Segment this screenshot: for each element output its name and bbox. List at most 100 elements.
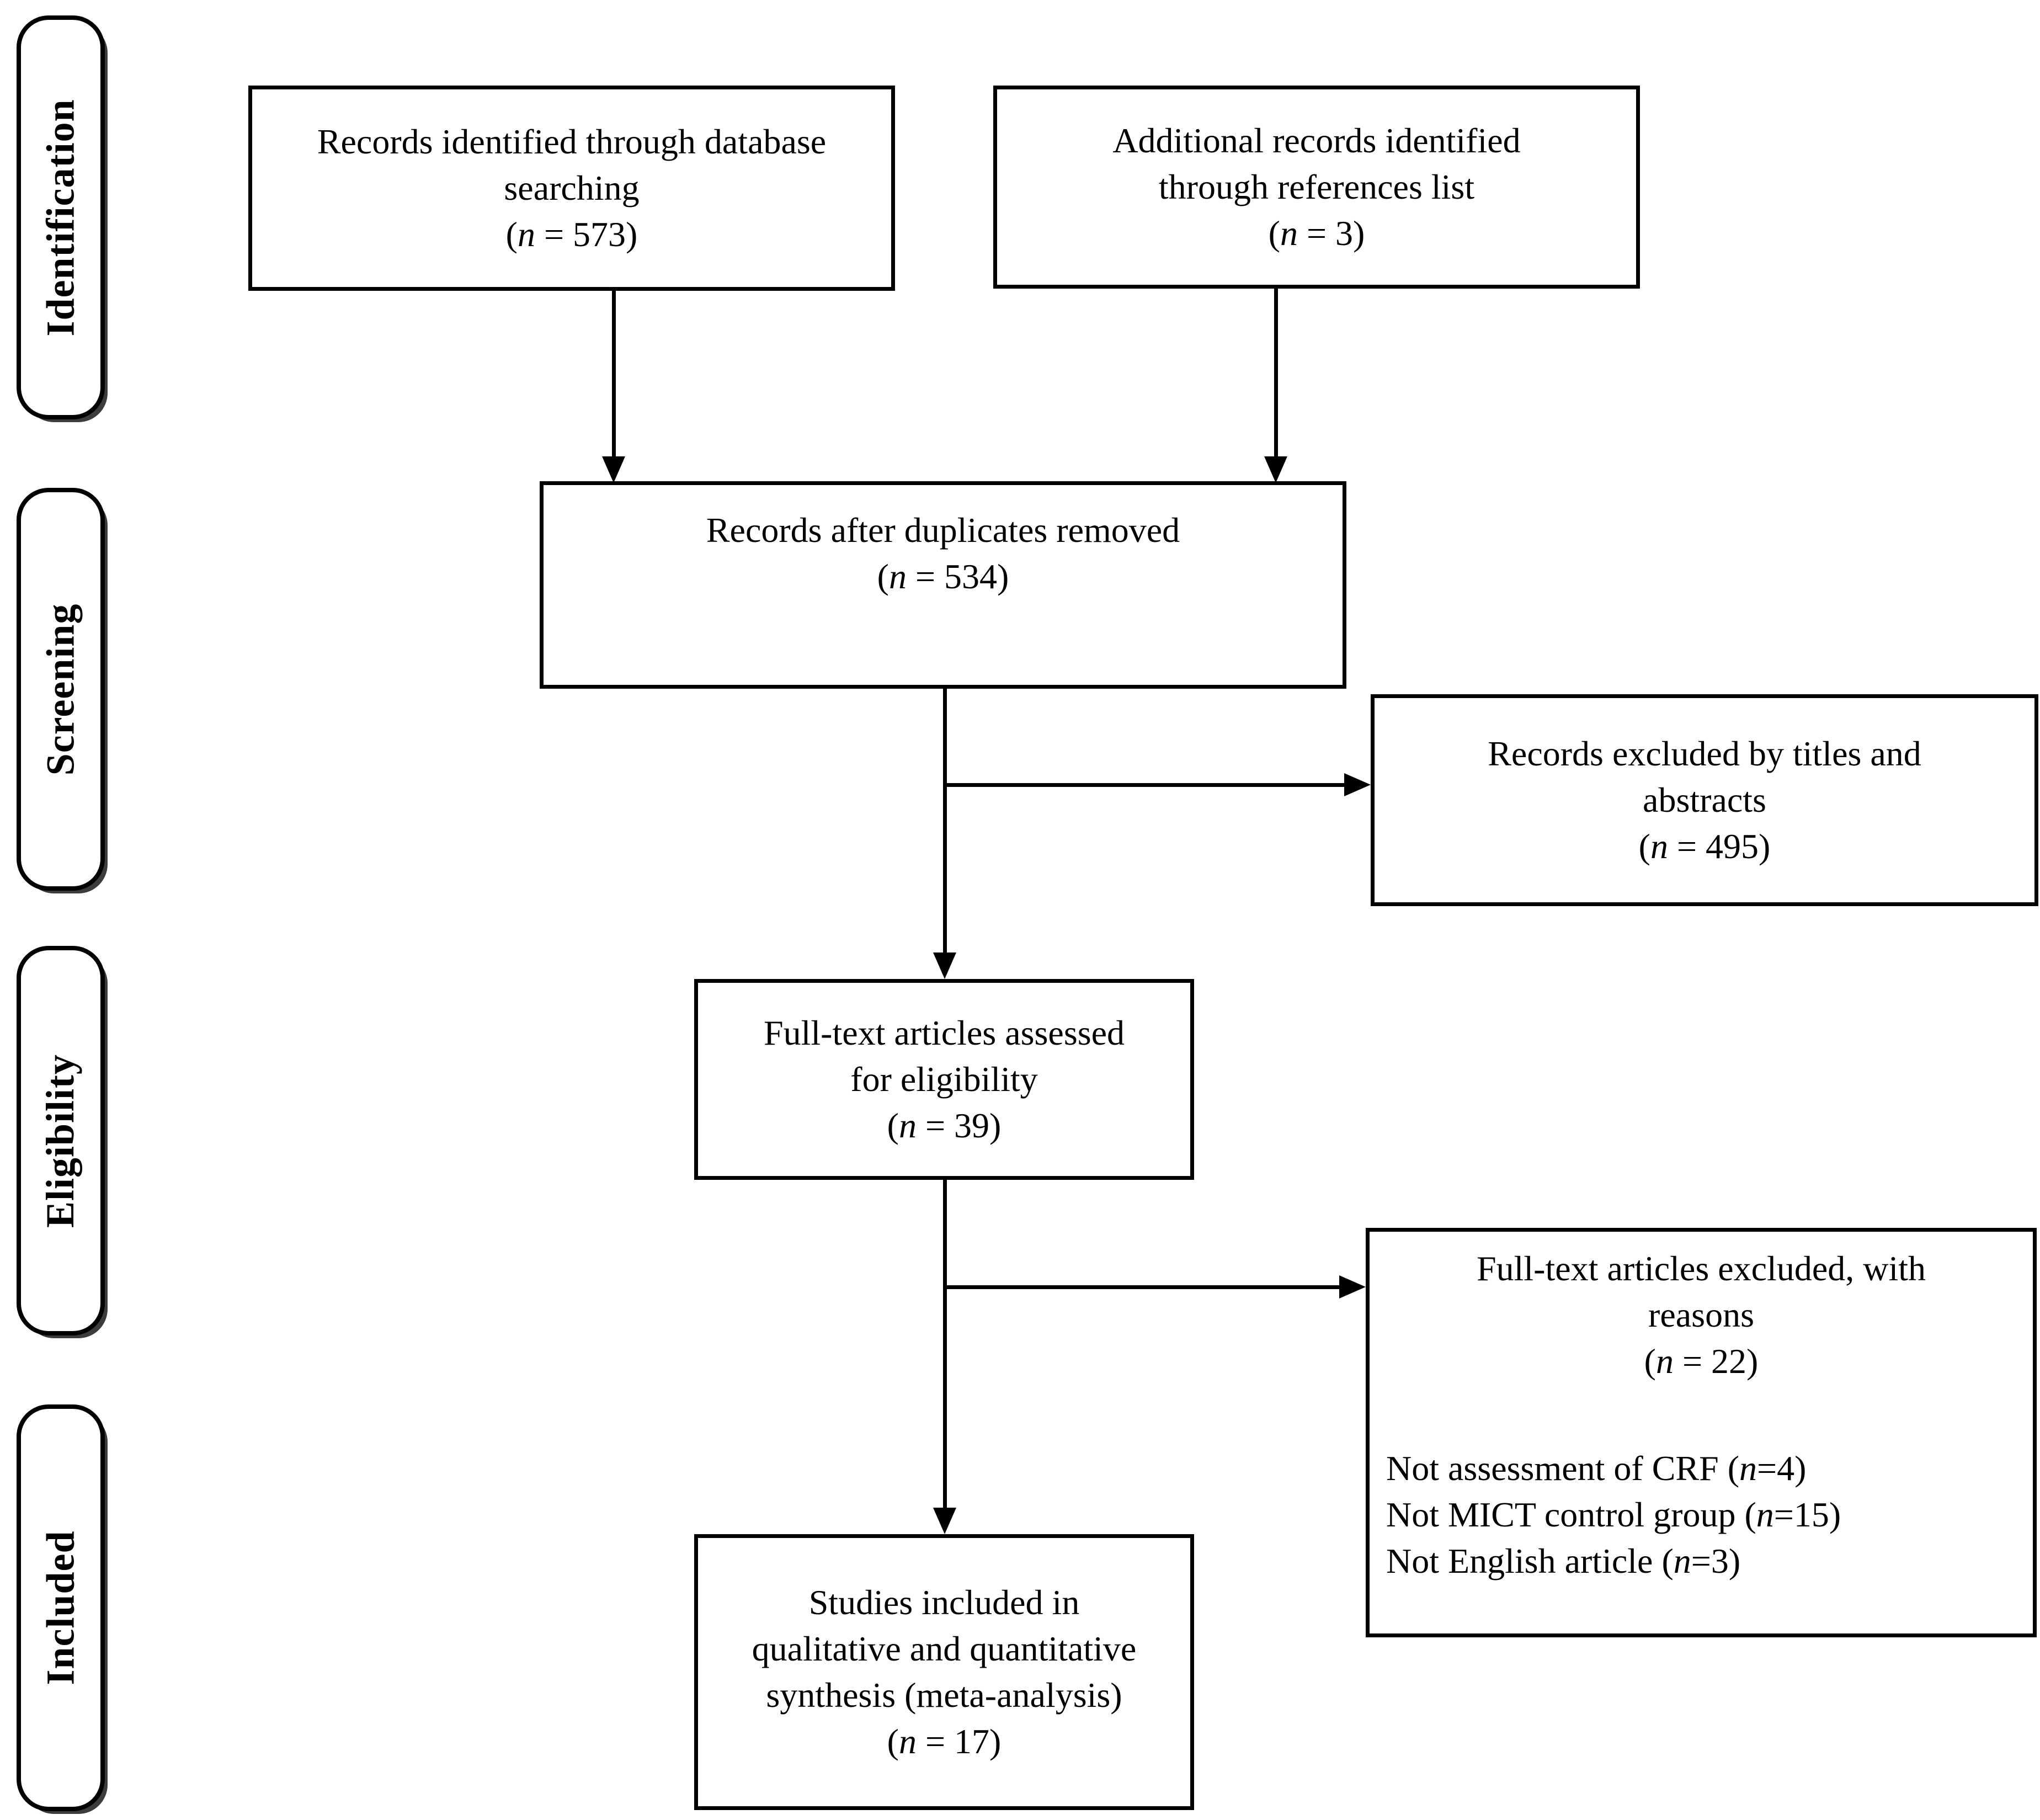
arrowhead-refs-to-dedup	[1264, 456, 1287, 483]
box-text-line: for eligibility	[850, 1060, 1038, 1099]
n-var: n	[1655, 1342, 1674, 1381]
n-var: n	[517, 215, 535, 254]
paren-open: (	[1638, 827, 1650, 866]
count-value: 17	[954, 1722, 990, 1761]
arrow-line-dedup-to-fulltext	[943, 689, 947, 954]
arrowhead-to-fulltext-excluded	[1339, 1275, 1366, 1299]
count-value: 573	[573, 215, 626, 254]
arrow-line-to-fulltext-excluded	[945, 1285, 1340, 1289]
equals: =	[906, 557, 945, 596]
equals: =	[916, 1722, 955, 1761]
arrowhead-fulltext-to-included	[933, 1508, 956, 1534]
box-text-line: synthesis (meta-analysis)	[766, 1675, 1122, 1715]
paren-close: )	[626, 215, 638, 254]
equals: =	[916, 1106, 955, 1145]
count-value: 534	[944, 557, 998, 596]
box-text-line: Full-text articles excluded, with	[1477, 1249, 1926, 1288]
record-count: (n = 495)	[1639, 823, 1771, 870]
box-text-line: abstracts	[1643, 780, 1766, 819]
paren-close: )	[1353, 214, 1365, 253]
box-text-line: Records excluded by titles and	[1488, 734, 1921, 773]
record-count: (n = 39)	[887, 1103, 1002, 1149]
n-var: n	[898, 1106, 917, 1145]
equals: =	[1773, 1495, 1794, 1534]
n-var: n	[1673, 1541, 1691, 1580]
arrowhead-to-excluded-titles	[1344, 773, 1371, 796]
arrow-line-refs-to-dedup	[1274, 289, 1278, 457]
arrow-line-db-to-dedup	[612, 291, 616, 457]
exclusion-reasons-list: Not assessment of CRF (n=4) Not MICT con…	[1370, 1445, 1841, 1584]
paren-open: (	[1644, 1342, 1656, 1381]
box-records-identified: Records identified through database sear…	[248, 86, 895, 291]
exclusion-reason: Not MICT control group (n=15)	[1386, 1492, 1841, 1538]
n-var: n	[1280, 214, 1298, 253]
box-text-line: qualitative and quantitative	[752, 1629, 1137, 1668]
equals: =	[1673, 1342, 1712, 1381]
record-count: (n = 3)	[1269, 210, 1365, 257]
paren-close: )	[1728, 1541, 1741, 1580]
equals: =	[1297, 214, 1336, 253]
count-value: 39	[954, 1106, 990, 1145]
box-text-line: Records identified through database	[317, 122, 827, 161]
box-text-line: Studies included in	[808, 1583, 1080, 1622]
box-text-line: Full-text articles assessed	[763, 1013, 1125, 1052]
paren-open: (	[1744, 1495, 1756, 1534]
paren-close: )	[989, 1722, 1002, 1761]
record-count: (n = 534)	[877, 554, 1009, 600]
count-value: 4	[1777, 1449, 1795, 1488]
paren-close: )	[1746, 1342, 1759, 1381]
n-var: n	[1756, 1495, 1774, 1534]
box-studies-included: Studies included in qualitative and quan…	[694, 1534, 1194, 1810]
paren-open: (	[505, 215, 518, 254]
equals: =	[535, 215, 573, 254]
arrow-line-to-excluded-titles	[945, 783, 1345, 787]
exclusion-reason: Not assessment of CRF (n=4)	[1386, 1445, 1841, 1492]
paren-open: (	[887, 1722, 899, 1761]
stage-label-text: Identification	[38, 98, 83, 337]
equals: =	[1691, 1541, 1711, 1580]
box-text-line: Records after duplicates removed	[706, 510, 1180, 550]
count-value: 495	[1706, 827, 1759, 866]
arrow-line-fulltext-to-included	[943, 1180, 947, 1509]
reason-text: Not assessment of CRF	[1386, 1449, 1728, 1488]
n-var: n	[1650, 827, 1668, 866]
count-value: 3	[1711, 1541, 1729, 1580]
exclusion-reason: Not English article (n=3)	[1386, 1538, 1841, 1584]
equals: =	[1668, 827, 1706, 866]
stage-label-included: Included	[17, 1404, 105, 1811]
record-count: (n = 22)	[1644, 1338, 1759, 1385]
count-value: 22	[1711, 1342, 1747, 1381]
paren-open: (	[1727, 1449, 1739, 1488]
box-text-line: reasons	[1648, 1295, 1754, 1334]
arrowhead-dedup-to-fulltext	[933, 952, 956, 979]
n-var: n	[1739, 1449, 1757, 1488]
stage-label-screening: Screening	[17, 488, 105, 891]
arrowhead-db-to-dedup	[602, 456, 625, 483]
box-fulltext-assessed: Full-text articles assessed for eligibil…	[694, 979, 1194, 1180]
stage-label-text: Included	[38, 1530, 83, 1685]
stage-label-text: Eligibility	[38, 1053, 83, 1228]
box-text-line: searching	[504, 168, 640, 207]
stage-label-eligibility: Eligibility	[17, 946, 105, 1335]
paren-close: )	[1829, 1495, 1841, 1534]
paren-close: )	[1794, 1449, 1807, 1488]
box-after-duplicates: Records after duplicates removed (n = 53…	[540, 481, 1346, 689]
count-value: 15	[1793, 1495, 1829, 1534]
stage-label-text: Screening	[38, 603, 83, 775]
box-additional-records: Additional records identified through re…	[993, 86, 1640, 289]
paren-close: )	[997, 557, 1009, 596]
paren-close: )	[1759, 827, 1771, 866]
reason-text: Not MICT control group	[1386, 1495, 1745, 1534]
n-var: n	[898, 1722, 917, 1761]
n-var: n	[888, 557, 907, 596]
reason-text: Not English article	[1386, 1541, 1662, 1580]
paren-close: )	[989, 1106, 1002, 1145]
box-fulltext-excluded: Full-text articles excluded, with reason…	[1366, 1228, 2037, 1637]
record-count: (n = 17)	[887, 1718, 1002, 1765]
box-text-line: Additional records identified	[1112, 121, 1521, 160]
paren-open: (	[877, 557, 889, 596]
record-count: (n = 573)	[506, 211, 638, 258]
paren-open: (	[1661, 1541, 1674, 1580]
count-value: 3	[1335, 214, 1354, 253]
stage-label-identification: Identification	[17, 15, 105, 419]
